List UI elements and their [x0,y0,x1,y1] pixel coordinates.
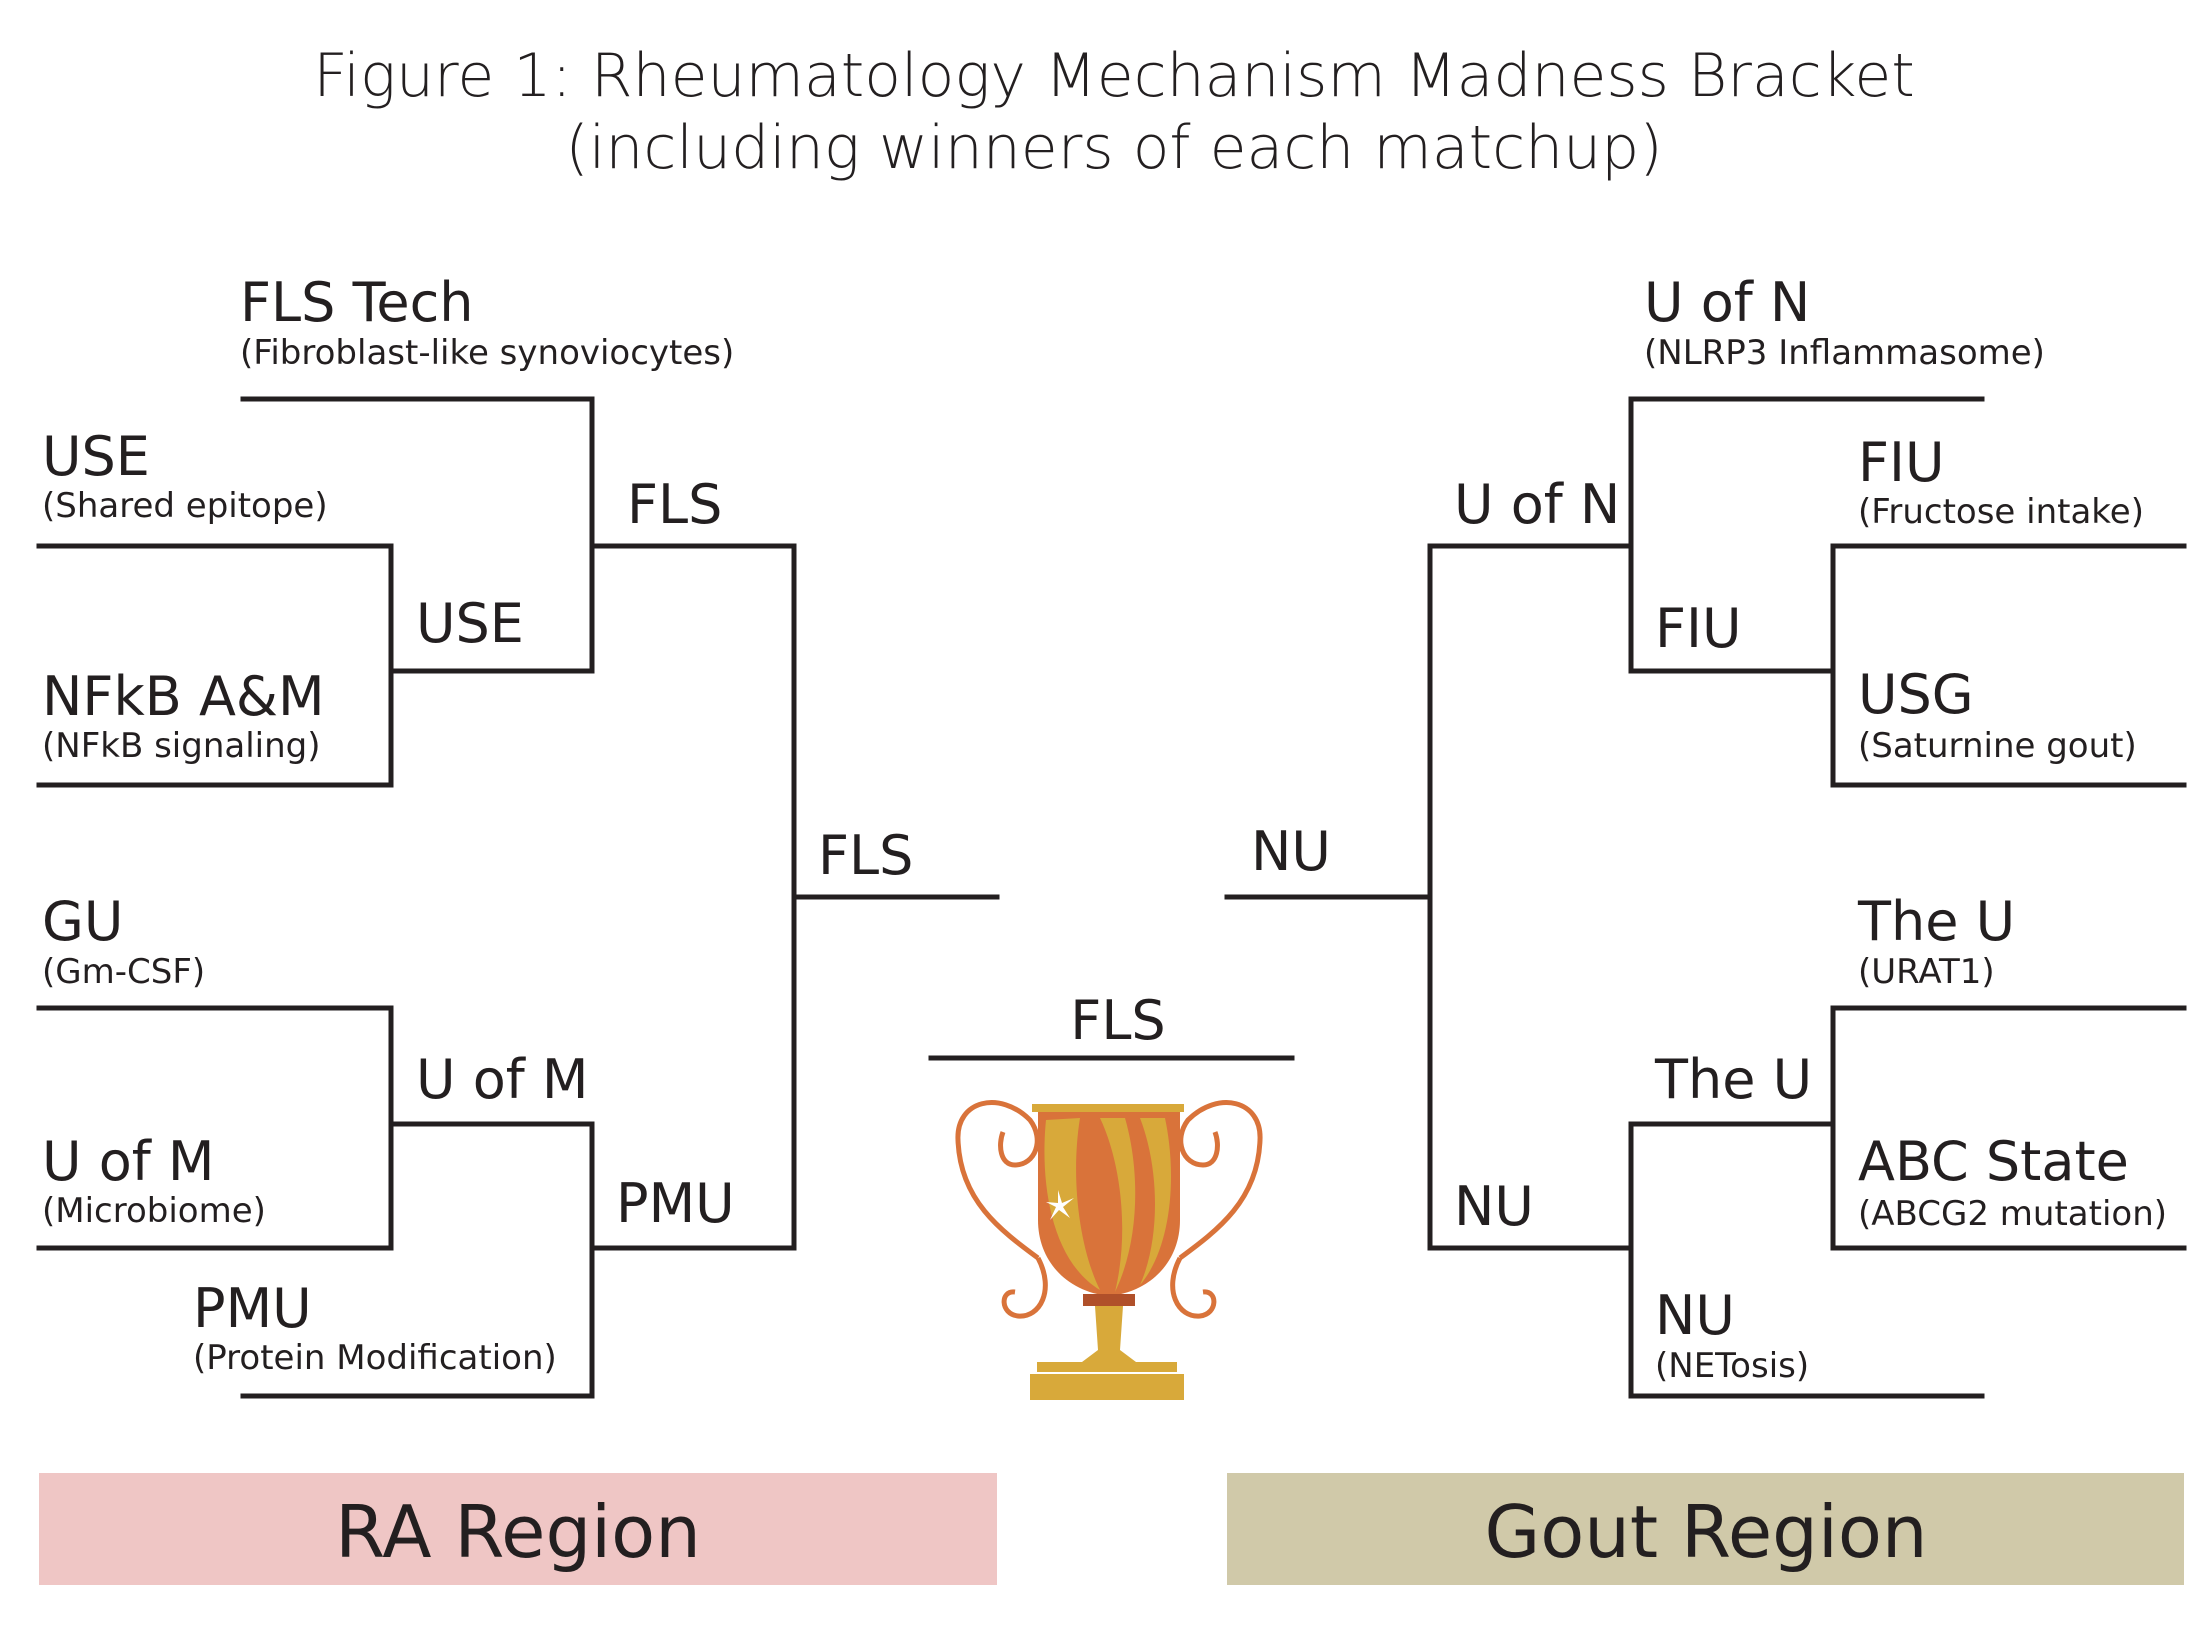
ra-semi-winner: FLS [818,824,913,887]
trophy-icon [955,1100,1263,1400]
ra-region-banner [39,1473,997,1585]
gout-team-nu: NU [1655,1284,1735,1347]
ra-team-use-desc: (Shared epitope) [42,486,328,526]
gout-round3-winner-2: NU [1454,1175,1534,1238]
gout-team-usg-desc: (Saturnine gout) [1858,726,2137,766]
ra-team-gu: GU [42,890,123,953]
ra-team-pmu: PMU [193,1277,312,1340]
gout-line-fiu-usg [1830,543,2187,788]
ra-round2-winner-1: USE [416,592,524,655]
gout-team-abc-desc: (ABCG2 mutation) [1858,1194,2167,1234]
gout-bracket-lines [1224,396,2187,1399]
ra-team-fls-tech: FLS Tech [240,271,474,334]
gout-team-theu-desc: (URAT1) [1858,952,1995,992]
ra-line-pmu [240,1121,595,1399]
ra-round3-winner-1: FLS [627,473,722,536]
ra-line-use-nfkb [36,543,394,788]
figure-subtitle: (including winners of each matchup) [565,113,1662,183]
champion-name: FLS [1070,989,1165,1052]
ra-team-uofm-desc: (Microbiome) [42,1191,266,1231]
gout-semi-winner: NU [1251,820,1331,883]
gout-team-abc: ABC State [1858,1130,2129,1193]
ra-team-nfkb: NFkB A&M [42,665,325,728]
gout-team-fiu: FIU [1858,431,1945,494]
ra-team-use: USE [42,425,150,488]
ra-team-fls-tech-desc: (Fibroblast-like synoviocytes) [240,333,734,373]
gout-line-uofn [1628,396,1985,674]
ra-round2-winner-2: U of M [416,1048,589,1111]
ra-line-round3 [589,543,797,1251]
ra-line-fls-tech [240,396,595,674]
gout-region-banner [1227,1473,2184,1585]
gout-region-label: Gout Region [1484,1490,1927,1574]
ra-team-uofm: U of M [42,1130,215,1193]
ra-team-pmu-desc: (Protein Modification) [193,1338,557,1378]
gout-round2-winner-1: FIU [1655,597,1742,660]
ra-team-gu-desc: (Gm-CSF) [42,952,205,992]
gout-team-usg: USG [1858,663,1974,726]
gout-round3-winner-1: U of N [1454,473,1620,536]
gout-line-nu [1628,1121,1985,1399]
gout-line-round3 [1427,543,1634,1251]
gout-team-theu: The U [1857,890,2015,953]
ra-region-label: RA Region [335,1490,701,1574]
gout-team-fiu-desc: (Fructose intake) [1858,492,2144,532]
ra-bracket-lines [36,396,1000,1399]
figure-title: Figure 1: Rheumatology Mechanism Madness… [313,41,1915,111]
gout-line-theu-abc [1830,1005,2187,1251]
ra-line-gu-uofm [36,1005,394,1251]
gout-team-nu-desc: (NETosis) [1655,1346,1809,1386]
ra-team-nfkb-desc: (NFkB signaling) [42,726,321,766]
gout-team-uofn: U of N [1644,271,1810,334]
gout-round2-winner-2: The U [1654,1048,1812,1111]
ra-round3-winner-2: PMU [616,1172,735,1235]
gout-team-uofn-desc: (NLRP3 Inflammasome) [1644,333,2045,373]
